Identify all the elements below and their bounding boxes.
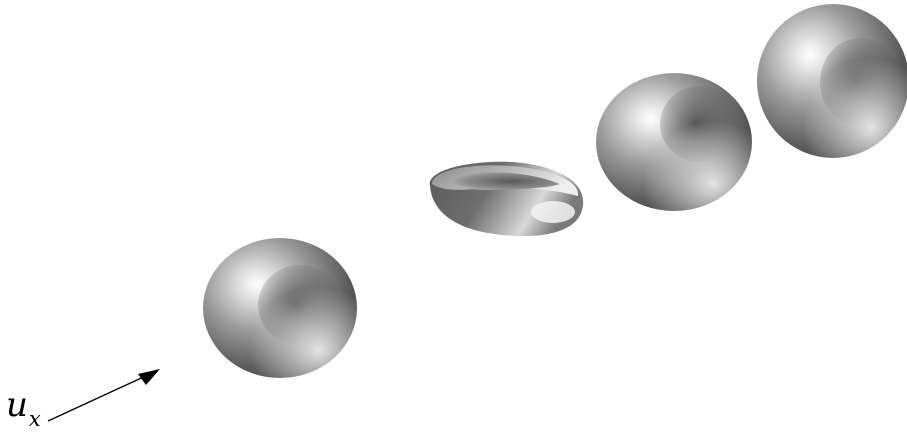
flow-velocity-symbol: u (6, 385, 28, 425)
flow-velocity-subscript: x (29, 407, 41, 431)
red-blood-cell-3 (596, 73, 752, 211)
red-blood-cell-1 (203, 238, 357, 378)
red-blood-cell-4 (757, 4, 907, 158)
arrow-icon (48, 369, 160, 421)
flow-velocity-label: ux (6, 388, 41, 422)
red-blood-cell-2 (430, 162, 583, 236)
